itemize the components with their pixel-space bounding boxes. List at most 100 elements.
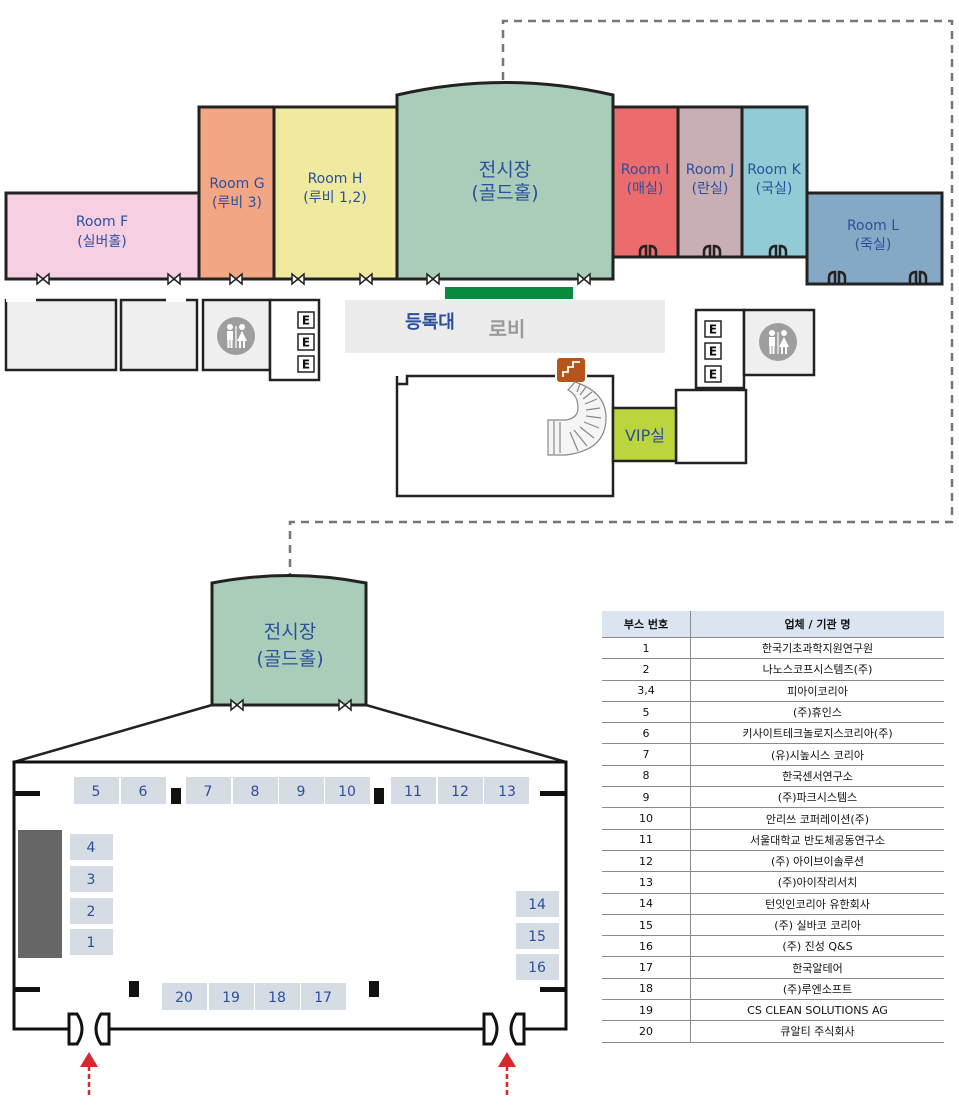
table-row: 12(주) 아이브이솔루션 — [602, 850, 944, 873]
booth[interactable]: 20 — [162, 983, 207, 1010]
company-name-cell: 서울대학교 반도체공동연구소 — [690, 829, 944, 851]
booth-number-cell: 5 — [602, 701, 691, 724]
booth[interactable]: 1 — [70, 929, 113, 955]
booth[interactable]: 9 — [279, 777, 324, 804]
booth-number-cell: 17 — [602, 956, 691, 979]
company-name-cell: 피아이코리아 — [690, 680, 944, 702]
hall-pillars — [14, 788, 566, 997]
booth[interactable]: 15 — [516, 923, 559, 949]
room-f-name: Room F — [76, 214, 128, 230]
hall-stage-block — [18, 830, 62, 958]
table-row: 16(주) 진성 Q&S — [602, 935, 944, 958]
booth[interactable]: 18 — [255, 983, 300, 1010]
room-l-name: Room L — [847, 218, 899, 234]
booth-number-cell: 10 — [602, 807, 691, 830]
booth[interactable]: 16 — [516, 954, 559, 980]
stair-lobby-block — [395, 374, 615, 498]
exhibition-hall[interactable]: 전시장 (골드홀) — [395, 81, 615, 281]
company-name-cell: (주)아이작리서치 — [690, 871, 944, 894]
booth[interactable]: 17 — [301, 983, 346, 1010]
booth[interactable]: 10 — [325, 777, 370, 804]
booth-number: 3 — [87, 872, 96, 888]
booth-number-cell: 18 — [602, 978, 691, 1001]
booth-number-cell: 19 — [602, 999, 691, 1022]
room-h[interactable]: Room H (루비 1,2) — [272, 105, 399, 281]
booth[interactable]: 3 — [70, 866, 113, 892]
hall-detail-header: 전시장 (골드홀) — [210, 574, 368, 711]
room-k-sub: (국실) — [756, 181, 793, 197]
booth-number: 8 — [251, 784, 260, 800]
lobby-area — [345, 300, 665, 353]
booth[interactable]: 11 — [391, 777, 436, 804]
company-name-cell: 한국센서연구소 — [690, 765, 944, 788]
restroom-icon — [217, 317, 255, 355]
vip-room[interactable]: VIP실 — [611, 406, 678, 463]
booth-number-cell: 14 — [602, 893, 691, 915]
booth[interactable]: 2 — [70, 898, 113, 924]
company-name-header: 업체 / 기관 명 — [690, 611, 944, 638]
booth[interactable]: 14 — [516, 891, 559, 917]
room-k-name: Room K — [747, 162, 801, 178]
booth-number: 5 — [92, 784, 101, 800]
company-name-cell: 안리쓰 코퍼레이션(주) — [690, 807, 944, 830]
room-j-name: Room J — [686, 162, 734, 178]
exhibition-hall-name: 전시장 — [479, 159, 531, 181]
booth-number-cell: 3,4 — [602, 680, 691, 702]
booth[interactable]: 5 — [74, 777, 119, 804]
room-k[interactable]: Room K (국실) — [740, 105, 809, 259]
booth-number-cell: 15 — [602, 914, 691, 937]
booth-number-cell: 1 — [602, 637, 691, 660]
company-name-cell: (주)파크시스템스 — [690, 786, 944, 809]
registration-desk[interactable] — [445, 287, 573, 299]
entrance-door-icon[interactable] — [482, 1012, 526, 1046]
booth-number: 9 — [297, 784, 306, 800]
company-name-cell: (주)루엔소프트 — [690, 978, 944, 1001]
table-row: 18(주)루엔소프트 — [602, 978, 944, 1001]
booth[interactable]: 19 — [209, 983, 254, 1010]
company-name-cell: 한국기초과학지원연구원 — [690, 637, 944, 660]
company-name-cell: 한국알테어 — [690, 956, 944, 979]
booth-number: 7 — [204, 784, 213, 800]
booth-number: 17 — [314, 990, 332, 1006]
booth-number-cell: 8 — [602, 765, 691, 788]
booth-number-cell: 11 — [602, 829, 691, 851]
company-name-cell: (유)시높시스 코리아 — [690, 743, 944, 766]
room-h-sub: (루비 1,2) — [303, 190, 366, 206]
booth-number-cell: 13 — [602, 871, 691, 894]
booth-number-header: 부스 번호 — [602, 611, 691, 638]
table-row: 13(주)아이작리서치 — [602, 871, 944, 894]
booth[interactable]: 8 — [233, 777, 278, 804]
booth[interactable]: 7 — [186, 777, 231, 804]
booth[interactable]: 6 — [121, 777, 166, 804]
room-h-name: Room H — [308, 171, 363, 187]
room-l[interactable]: Room L (죽실) — [805, 191, 944, 286]
company-name-cell: CS CLEAN SOLUTIONS AG — [690, 999, 944, 1022]
booth[interactable]: 13 — [484, 777, 529, 804]
room-g[interactable]: Room G (루비 3) — [197, 105, 276, 281]
vip-room-label: VIP실 — [625, 426, 665, 445]
booth-number: 10 — [338, 784, 356, 800]
booth-number: 13 — [498, 784, 516, 800]
booth[interactable]: 12 — [438, 777, 483, 804]
company-name-cell: (주) 실바코 코리아 — [690, 914, 944, 937]
table-row: 7(유)시높시스 코리아 — [602, 743, 944, 766]
booth[interactable]: 4 — [70, 834, 113, 860]
exhibition-hall-sub: (골드홀) — [471, 182, 538, 204]
company-name-cell: 큐알티 주식회사 — [690, 1020, 944, 1043]
table-row: 5(주)휴인스 — [602, 701, 944, 724]
room-f[interactable]: Room F (실버홀) — [4, 191, 201, 281]
room-i[interactable]: Room I (매실) — [611, 105, 680, 259]
booth-number-cell: 7 — [602, 743, 691, 766]
booth-number: 11 — [404, 784, 422, 800]
entrance-arrow-icon — [80, 1052, 516, 1096]
entrance-door-icon[interactable] — [67, 1012, 111, 1046]
room-j[interactable]: Room J (란실) — [676, 105, 744, 259]
